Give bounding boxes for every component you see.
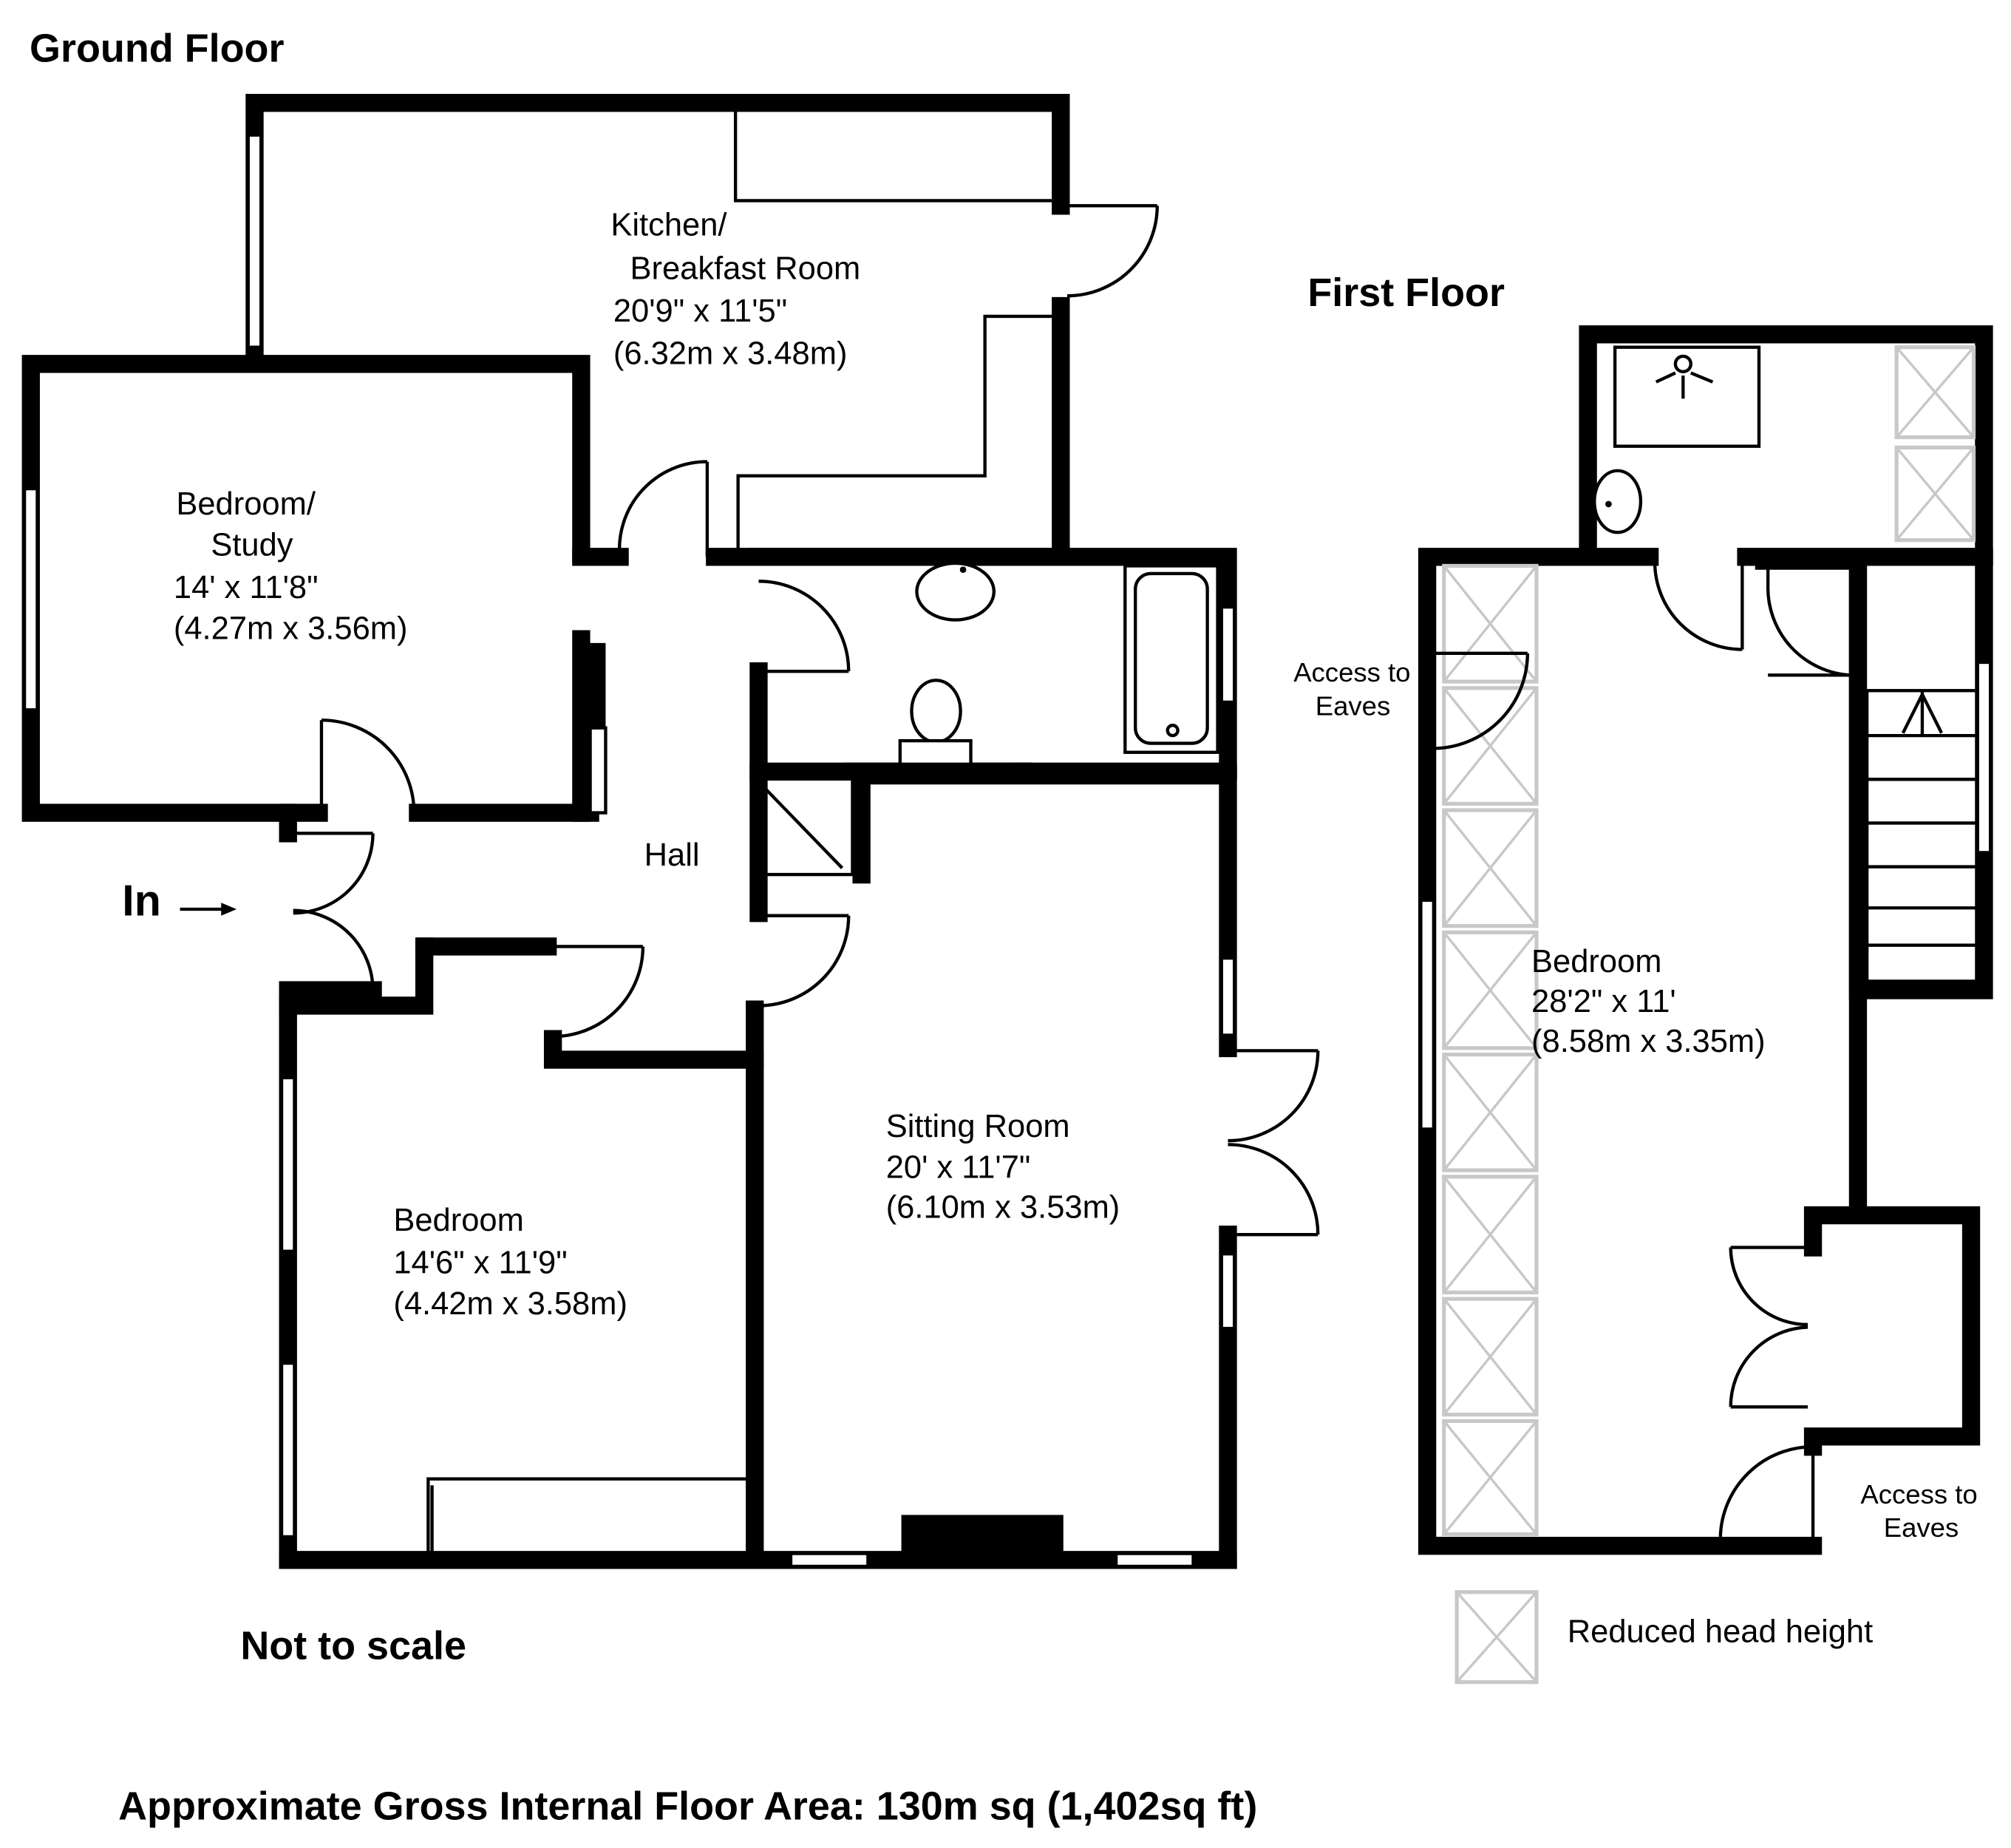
svg-text:Eaves: Eaves	[1316, 690, 1391, 721]
svg-text:Bedroom: Bedroom	[1531, 944, 1661, 979]
svg-text:Access to: Access to	[1860, 1479, 1977, 1509]
ground-bedroom-window	[279, 1361, 296, 1539]
svg-text:14' x 11'8": 14' x 11'8"	[174, 570, 319, 605]
svg-text:(4.42m x 3.58m): (4.42m x 3.58m)	[393, 1286, 627, 1322]
eaves-access-door-right[interactable]	[1718, 1445, 1815, 1538]
svg-text:Eaves: Eaves	[1884, 1512, 1959, 1543]
first-floor-heading: First Floor	[1307, 271, 1505, 315]
kitchen-worktop	[733, 108, 1052, 203]
ground-bedroom-window	[279, 1076, 296, 1253]
svg-text:20' x 11'7": 20' x 11'7"	[886, 1150, 1031, 1186]
sitting-room-window	[1219, 1252, 1236, 1331]
kitchen-hall-door[interactable]	[617, 460, 710, 557]
fireplace	[901, 1515, 1064, 1562]
first-bedroom-label: Bedroom 28'2" x 11' (8.58m x 3.35m)	[1531, 944, 1766, 1059]
study-side-window	[588, 726, 608, 815]
eaves-access-label-right: Access to Eaves	[1860, 1479, 1977, 1543]
sitting-room-door[interactable]	[758, 914, 851, 1008]
shower-room-door[interactable]	[1653, 562, 1744, 651]
wash-basin	[915, 561, 996, 622]
legend-label: Reduced head height	[1568, 1614, 1873, 1650]
understairs	[762, 770, 854, 877]
svg-text:Sitting Room: Sitting Room	[886, 1109, 1070, 1144]
wc	[898, 679, 973, 769]
wardrobe	[426, 1477, 749, 1554]
svg-text:20'9" x 11'5": 20'9" x 11'5"	[613, 293, 787, 329]
bathroom-window	[1219, 605, 1236, 704]
entrance-arrow-icon	[180, 903, 237, 916]
floor-area-footer: Approximate Gross Internal Floor Area: 1…	[118, 1784, 1257, 1829]
svg-text:Breakfast Room: Breakfast Room	[630, 251, 860, 287]
kitchen-external-door[interactable]	[1067, 204, 1159, 298]
svg-text:Bedroom: Bedroom	[393, 1203, 523, 1238]
svg-text:(8.58m x 3.35m): (8.58m x 3.35m)	[1531, 1024, 1766, 1059]
svg-text:Study: Study	[211, 528, 293, 563]
first-floor-plan	[1418, 325, 1993, 1555]
reduced-head-height-strip	[1442, 563, 1539, 1537]
sitting-room-label: Sitting Room 20' x 11'7" (6.10m x 3.53m)	[886, 1109, 1120, 1226]
study-door[interactable]	[319, 719, 416, 813]
kitchen-walls	[245, 94, 1070, 566]
study-window	[22, 486, 39, 712]
study-walls	[21, 355, 629, 822]
first-floor-staircase	[1865, 689, 1979, 983]
eaves-access-door-left[interactable]	[1432, 651, 1530, 750]
svg-text:28'2" x 11': 28'2" x 11'	[1531, 984, 1676, 1019]
kitchen-window	[246, 133, 263, 349]
sitting-room-window	[1114, 1552, 1195, 1569]
hall-walls	[749, 762, 1032, 923]
study-label: Bedroom/ Study 14' x 11'8" (4.27m x 3.56…	[174, 486, 408, 647]
kitchen-worktop	[736, 314, 1052, 551]
svg-text:(6.32m x 3.48m): (6.32m x 3.48m)	[613, 336, 848, 371]
bath	[1123, 564, 1219, 754]
stairwell-door[interactable]	[1766, 565, 1852, 677]
shower-room-reduced-height	[1894, 345, 1976, 543]
svg-text:Kitchen/: Kitchen/	[610, 207, 727, 242]
ground-floor-heading: Ground Floor	[30, 27, 284, 71]
stairwell-window	[1976, 660, 1993, 855]
kitchen-label: Kitchen/ Breakfast Room 20'9" x 11'5" (6…	[610, 207, 860, 371]
study-chimney-breast	[585, 642, 606, 728]
svg-text:(4.27m x 3.56m): (4.27m x 3.56m)	[174, 611, 408, 647]
eaves-access-label-left: Access to Eaves	[1293, 657, 1410, 721]
ground-bedroom-door[interactable]	[553, 945, 645, 1039]
sitting-room-window	[789, 1552, 870, 1569]
cupboard-doors[interactable]	[1729, 1246, 1808, 1409]
svg-text:Access to: Access to	[1293, 657, 1410, 687]
shower-room-basin	[1593, 469, 1643, 534]
hall-label: Hall	[644, 838, 700, 873]
legend-swatch	[1454, 1590, 1539, 1685]
bathroom-door[interactable]	[758, 580, 851, 673]
front-door[interactable]	[287, 832, 375, 992]
first-bedroom-window	[1419, 898, 1436, 1131]
sitting-room-window	[1219, 956, 1236, 1037]
entrance-label: In	[122, 876, 161, 925]
scale-note: Not to scale	[240, 1623, 466, 1668]
svg-text:14'6" x 11'9": 14'6" x 11'9"	[393, 1245, 567, 1280]
shower-tray	[1613, 345, 1761, 448]
ground-floor-plan	[21, 94, 1320, 1569]
sitting-room-walls	[279, 766, 1237, 1569]
svg-text:Bedroom/: Bedroom/	[176, 486, 316, 522]
svg-text:(6.10m x 3.53m): (6.10m x 3.53m)	[886, 1190, 1120, 1226]
sitting-room-french-doors[interactable]	[1228, 1049, 1320, 1237]
legend-reduced-head-height: Reduced head height	[1454, 1590, 1873, 1685]
ground-bedroom-label: Bedroom 14'6" x 11'9" (4.42m x 3.58m)	[393, 1203, 627, 1322]
